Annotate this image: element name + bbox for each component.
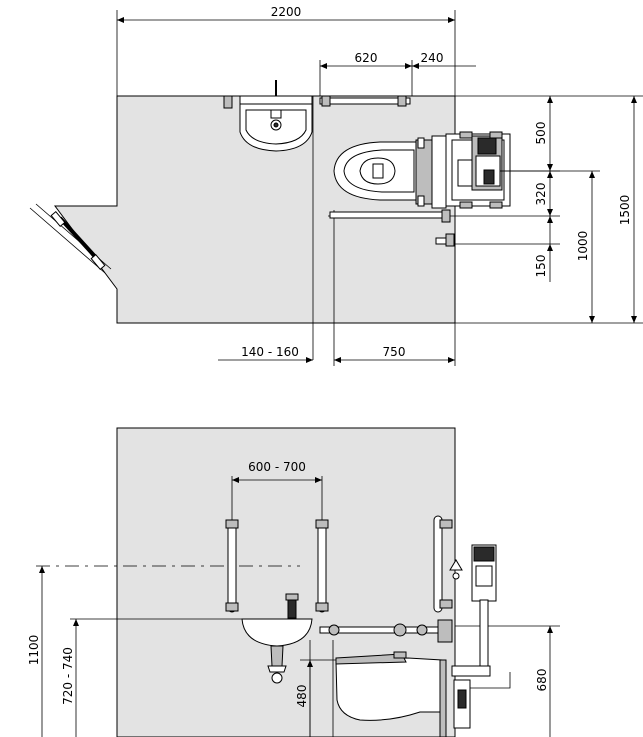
- plan-view: 2200 620 240 140 - 160 750 500 320 150 1…: [29, 5, 643, 366]
- dim-clearance-620: 620: [355, 51, 378, 65]
- vertical-grab-bar-left: [225, 519, 239, 613]
- wc-pan-elevation: [335, 651, 447, 737]
- washbasin-elevation: [241, 593, 313, 684]
- wc-frame-plan: [431, 131, 511, 209]
- fold-rail-plan-b: [435, 233, 455, 247]
- dim-gap-140-160: 140 - 160: [241, 345, 299, 359]
- elevation-view: 600 - 700: [27, 427, 560, 737]
- dim-wc-750: 750: [383, 345, 406, 359]
- vertical-grab-bar-right: [315, 519, 329, 613]
- fold-down-rail-horizontal: [319, 619, 453, 643]
- dim-clearance-240: 240: [421, 51, 444, 65]
- wc-frame-elevation: [449, 544, 511, 729]
- fold-rail-plan-a: [329, 209, 451, 223]
- wall-grab-rail-plan: [319, 95, 411, 107]
- dim-depth-1000: 1000: [576, 231, 590, 262]
- dim-wc-150: 150: [534, 255, 548, 278]
- dim-basin-720-740: 720 - 740: [61, 647, 75, 705]
- dim-seat-480: 480: [295, 685, 309, 708]
- dim-total-width: 2200: [271, 5, 302, 19]
- dim-height-1100: 1100: [27, 635, 41, 666]
- dim-rail-680: 680: [535, 669, 549, 692]
- door-grab-bar-plan: [29, 203, 112, 274]
- dim-grab-spacing: 600 - 700: [248, 460, 306, 474]
- dim-wc-500: 500: [534, 122, 548, 145]
- wc-pan-plan: [333, 137, 433, 207]
- dim-wc-320: 320: [534, 183, 548, 206]
- fold-down-rail-vertical: [433, 515, 453, 613]
- dim-depth-1500: 1500: [618, 195, 632, 226]
- washbasin-plan: [223, 80, 313, 152]
